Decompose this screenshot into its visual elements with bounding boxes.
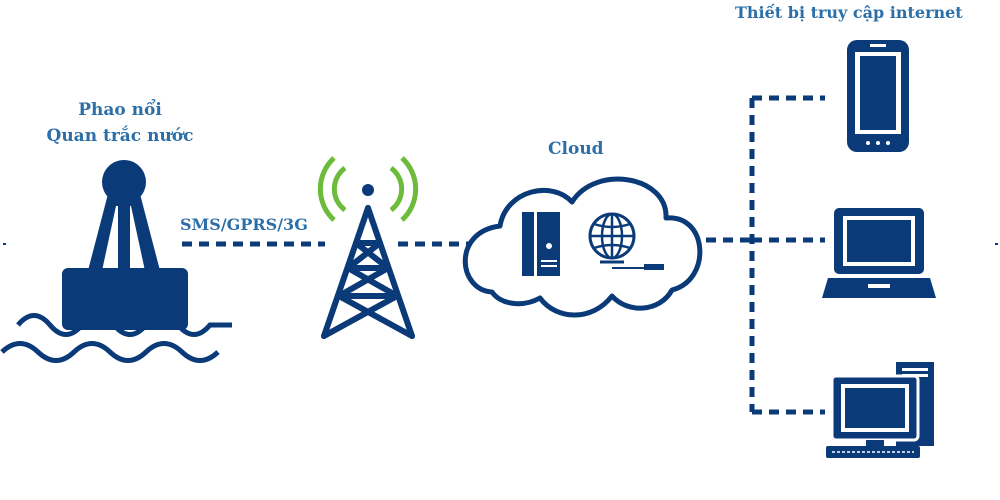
desktop-computer-icon <box>826 362 934 458</box>
laptop-icon <box>822 208 936 298</box>
cloud-label: Cloud <box>548 139 604 159</box>
tower-icon <box>317 156 419 339</box>
buoy-label: Phao nổi Quan trắc nước <box>20 97 220 149</box>
buoy-label-line2: Quan trắc nước <box>46 126 194 146</box>
device-links <box>706 95 825 415</box>
cloud-icon <box>462 176 703 318</box>
buoy-icon <box>0 160 232 363</box>
link-label: SMS/GPRS/3G <box>180 215 308 234</box>
globe-icon <box>588 212 664 270</box>
buoy-label-line1: Phao nổi <box>78 100 162 120</box>
devices-label: Thiết bị truy cập internet <box>735 3 963 22</box>
smartphone-icon <box>847 40 909 152</box>
server-icon <box>522 212 560 276</box>
